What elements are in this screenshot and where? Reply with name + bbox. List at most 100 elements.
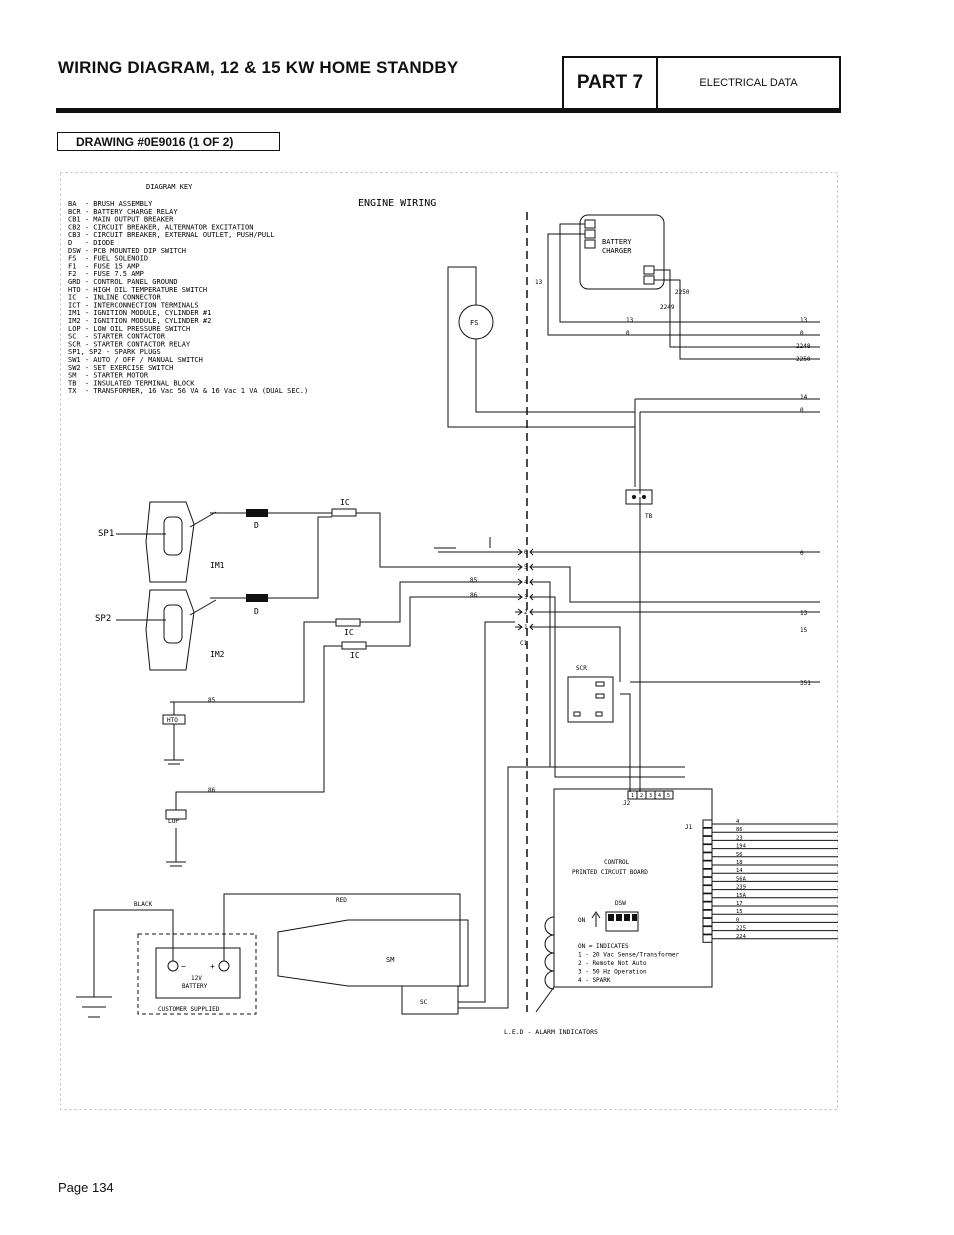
- battery-label-1: 12V: [191, 975, 202, 982]
- diode-1-label: D: [254, 521, 259, 530]
- key-item: HTO - HIGH OIL TEMPERATURE SWITCH: [68, 286, 207, 294]
- c1-pin-arrow: [515, 563, 540, 571]
- key-item: SW2 - SET EXERCISE SWITCH: [68, 364, 173, 372]
- j1-pin-box: [702, 893, 713, 902]
- c1-pin: 1: [524, 624, 528, 631]
- customer-supplied-box: [137, 933, 257, 1015]
- key-item: LOP - LOW OIL PRESSURE SWITCH: [68, 325, 190, 333]
- j1-wire-label: 56A: [736, 876, 747, 882]
- j1-pin-box: [702, 819, 713, 828]
- j1-pin-box: [702, 844, 713, 853]
- j1-pin-box: [702, 860, 713, 869]
- c1-pin: 5: [524, 564, 528, 571]
- terminal-block: [625, 489, 653, 505]
- j1-wire-label: 224: [736, 934, 747, 940]
- dsw-on-label: ON: [578, 917, 586, 924]
- j2-pin-box: [663, 790, 674, 800]
- starter-contactor-relay: [567, 676, 614, 723]
- wire-label: 85: [208, 697, 216, 704]
- inline-connector: [335, 618, 361, 627]
- black-wire-label: BLACK: [134, 901, 152, 908]
- j1-wire-label: 225: [736, 926, 746, 932]
- key-item: DSW - PCB MOUNTED DIP SWITCH: [68, 247, 186, 255]
- j1-wire-label: 18: [736, 860, 743, 866]
- sc-label: SC: [420, 999, 428, 1006]
- j2-pin: 3: [649, 793, 652, 799]
- dsw-note: ON = INDICATES: [578, 943, 629, 950]
- j1-pin-box: [702, 868, 713, 878]
- key-item: CB2 - CIRCUIT BREAKER, ALTERNATOR EXCITA…: [68, 223, 253, 231]
- key-item: GRD - CONTROL PANEL GROUND: [68, 278, 178, 286]
- page-title: WIRING DIAGRAM, 12 & 15 KW HOME STANDBY: [58, 58, 459, 77]
- wire-label: 351: [800, 680, 811, 687]
- j1-wire-label: 56: [736, 852, 743, 858]
- dsw-label: DSW: [615, 900, 626, 907]
- j1-wire-label: 0: [736, 917, 739, 923]
- part-label: PART 7: [564, 58, 658, 108]
- key-item: SC - STARTER CONTACTOR: [68, 333, 166, 341]
- key-item: IC - INLINE CONNECTOR: [68, 294, 162, 302]
- j1-pin-box: [702, 835, 713, 845]
- j1-pin-box: [702, 852, 713, 861]
- j1-pin-box: [702, 934, 713, 943]
- j1-pin-box: [702, 909, 713, 919]
- j1-wire-label: 86: [736, 827, 743, 833]
- j1-wire-label: 4: [736, 819, 740, 825]
- wire-label: 0: [800, 330, 804, 337]
- key-item: F1 - FUSE 15 AMP: [68, 262, 140, 270]
- ic-label: IC: [344, 628, 354, 637]
- hto-label: HTO: [167, 717, 178, 724]
- j1-label: J1: [685, 824, 693, 831]
- battery-charger-label-1: BATTERY: [602, 238, 632, 246]
- c1-pin: 6: [524, 549, 528, 556]
- wire-label: 85: [470, 577, 478, 584]
- j1-wire-label: 15: [736, 909, 743, 915]
- scr-label: SCR: [576, 665, 587, 672]
- battery-label-2: BATTERY: [182, 983, 208, 990]
- wire-label: 2250: [796, 356, 811, 363]
- j1-pin-box: [702, 901, 713, 910]
- key-title: DIAGRAM KEY: [146, 183, 193, 191]
- sm-label: SM: [386, 956, 394, 964]
- ignition-module-1: [116, 501, 217, 583]
- drawing-label: DRAWING #0E9016 (1 OF 2): [57, 132, 280, 151]
- battery: [155, 947, 241, 999]
- led-label: L.E.D - ALARM INDICATORS: [504, 1028, 598, 1036]
- wire-label: 14: [800, 394, 808, 401]
- j1-pin-box: [702, 827, 713, 837]
- c1-pin-arrow: [515, 593, 540, 601]
- c1-pin: 3: [524, 594, 528, 601]
- pcb-title-2: PRINTED CIRCUIT BOARD: [572, 869, 648, 876]
- inline-connector: [341, 641, 367, 650]
- battery-charger: [579, 214, 665, 290]
- engine-wiring-label: ENGINE WIRING: [358, 198, 436, 209]
- wire-label: 0: [800, 407, 804, 414]
- inline-connector: [331, 508, 357, 517]
- key-item: BA - BRUSH ASSEMBLY: [68, 200, 153, 208]
- key-item: SCR - STARTER CONTACTOR RELAY: [68, 340, 191, 348]
- wire-label: 86: [470, 592, 478, 599]
- wire-label: 15: [800, 627, 808, 634]
- ic-label: IC: [340, 498, 350, 507]
- lop-label: LOP: [168, 818, 179, 825]
- key-item: SP1, SP2 - SPARK PLUGS: [68, 348, 161, 356]
- sp2-label: SP2: [95, 614, 111, 624]
- diode-2: [210, 594, 268, 602]
- led-indicators: [535, 916, 555, 1013]
- key-item: CB3 - CIRCUIT BREAKER, EXTERNAL OUTLET, …: [68, 231, 275, 239]
- j2-pin: 5: [667, 793, 670, 799]
- red-wire-label: RED: [336, 897, 347, 904]
- key-item: F2 - FUSE 7.5 AMP: [68, 270, 144, 278]
- wire-label: 13: [535, 279, 543, 286]
- key-item: IM2 - IGNITION MODULE, CYLINDER #2: [68, 317, 211, 325]
- j1-wire-label: 194: [736, 844, 747, 850]
- header-rule: [56, 108, 841, 113]
- j2-label: J2: [623, 800, 631, 807]
- key-item: TB - INSULATED TERMINAL BLOCK: [68, 379, 195, 387]
- tb-label: TB: [645, 513, 653, 520]
- dip-switch: [605, 911, 639, 932]
